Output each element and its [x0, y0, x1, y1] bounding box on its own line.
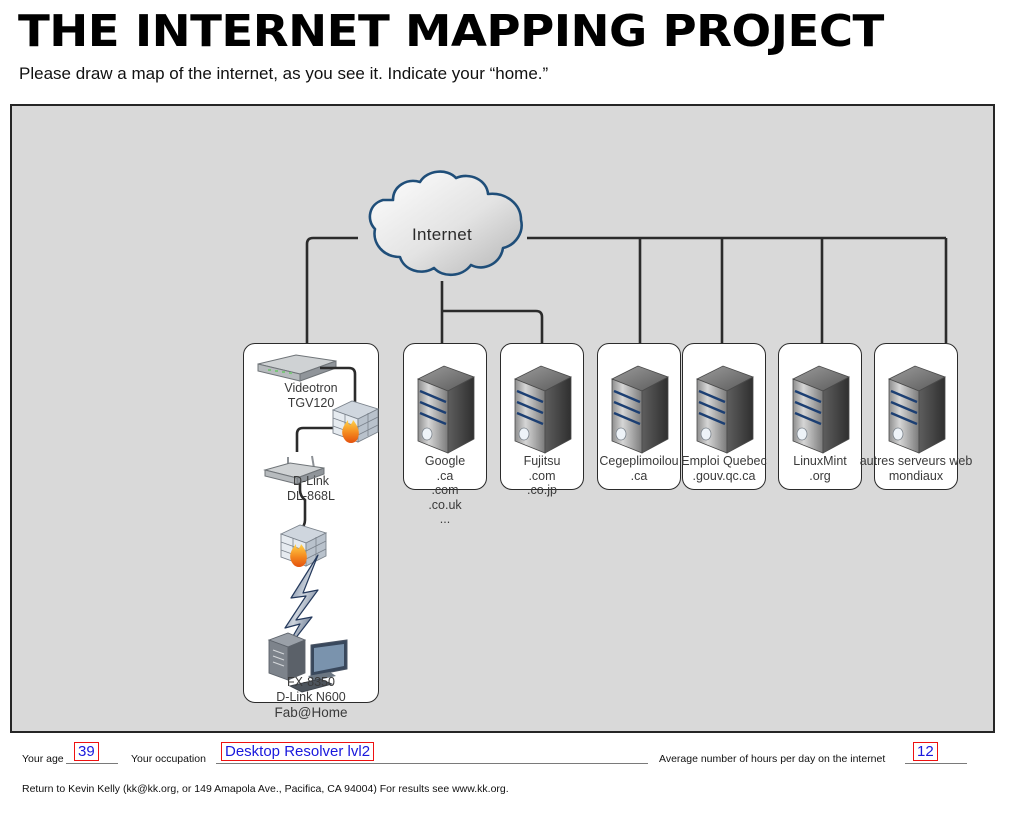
server-label-1-line2: .ca: [436, 468, 454, 483]
internet-cloud-label: Internet: [411, 225, 473, 244]
workstation-label-line2: D-Link N600: [276, 689, 346, 704]
workstation-label: FX-8350 D-Link N600: [243, 675, 379, 704]
home-group-label: Fab@Home: [274, 705, 348, 720]
page-subtitle: Please draw a map of the internet, as yo…: [19, 64, 549, 83]
server-label-6-line2: mondiaux: [888, 468, 944, 483]
server-label-1-line5: ...: [439, 512, 451, 526]
hours-rule: [905, 763, 967, 764]
age-label: Your age: [22, 753, 64, 765]
occupation-input[interactable]: Desktop Resolver lvl2: [221, 742, 375, 761]
router-label-line1: D-Link: [292, 474, 330, 488]
occupation-rule: [216, 763, 648, 764]
workstation-label-line1: FX-8350: [287, 675, 335, 689]
server-label-1-line3: .com: [431, 483, 459, 497]
server-label-4-line1: Emploi Quebec: [681, 454, 767, 468]
survey-footer: Your age 39 Your occupation Desktop Reso…: [0, 733, 1024, 814]
age-input[interactable]: 39: [74, 742, 99, 761]
server-label-1-line1: Google: [424, 454, 466, 468]
server-label-3-line1: Cegeplimoilou: [599, 454, 679, 468]
server-label-2: Fujitsu .com .co.jp: [492, 454, 592, 498]
hours-label: Average number of hours per day on the i…: [659, 753, 886, 765]
router-label: D-Link DL-868L: [243, 474, 379, 503]
server-label-6-line1: autres serveurs web: [859, 454, 973, 468]
page-header: THE INTERNET MAPPING PROJECT Please draw…: [0, 0, 1024, 104]
server-label-2-line1: Fujitsu: [523, 454, 561, 468]
server-label-5: LinuxMint .org: [770, 454, 870, 483]
server-label-6: autres serveurs web mondiaux: [851, 454, 981, 483]
return-instructions: Return to Kevin Kelly (kk@kk.org, or 149…: [22, 783, 509, 795]
page-title: THE INTERNET MAPPING PROJECT: [18, 6, 884, 57]
server-label-1-line4: .co.uk: [428, 497, 462, 512]
server-label-3: Cegeplimoilou .ca: [578, 454, 700, 483]
modem-label-line2: TGV120: [287, 395, 335, 410]
server-label-1: Google .ca .com .co.uk ...: [395, 454, 495, 527]
age-rule: [66, 763, 118, 764]
server-label-4: Emploi Quebec .gouv.qc.ca: [665, 454, 783, 483]
server-label-3-line2: .ca: [630, 468, 648, 483]
occupation-label: Your occupation: [131, 753, 206, 765]
modem-label: Videotron TGV120: [243, 381, 379, 410]
server-label-4-line2: .gouv.qc.ca: [692, 468, 756, 483]
modem-label-line1: Videotron: [284, 381, 338, 395]
router-label-line2: DL-868L: [287, 488, 335, 503]
server-label-2-line3: .co.jp: [527, 483, 557, 497]
server-label-2-line2: .com: [528, 468, 556, 483]
server-label-5-line2: .org: [809, 468, 831, 483]
hours-input[interactable]: 12: [913, 742, 938, 761]
server-label-5-line1: LinuxMint: [793, 454, 847, 468]
